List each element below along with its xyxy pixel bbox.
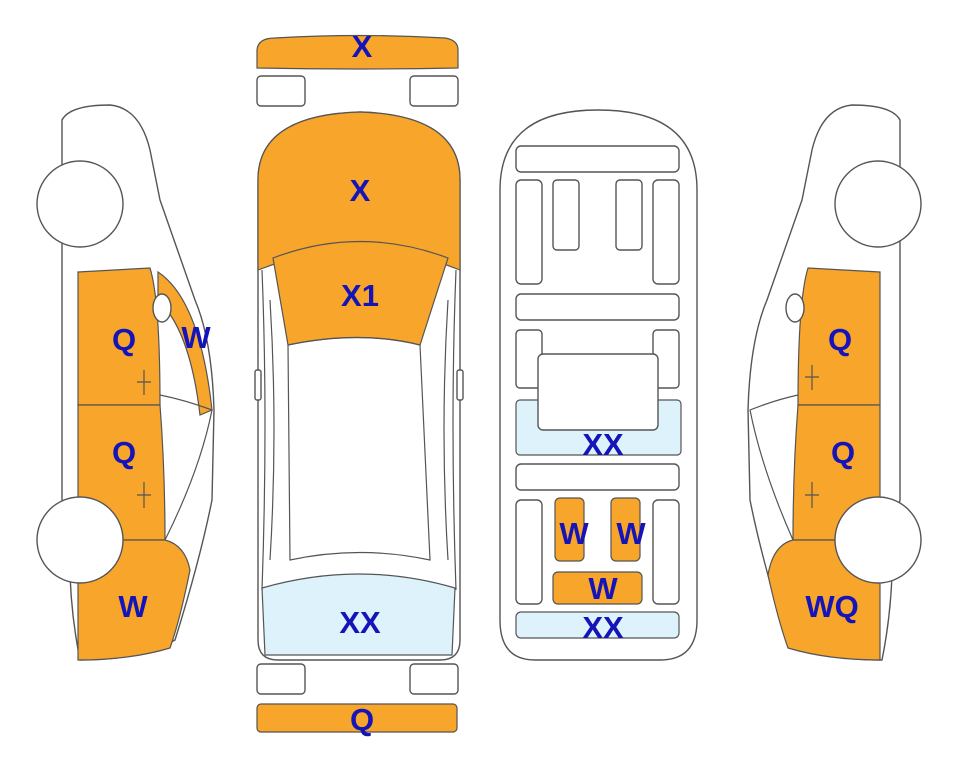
- underbody-view: XX W W W XX: [499, 109, 698, 661]
- floor-right-rail-front: [652, 179, 680, 285]
- right-rear-quarter-label: WQ: [805, 589, 858, 624]
- floor-rear-left-label: W: [559, 516, 589, 551]
- right-window-line: [749, 394, 799, 541]
- left-tail-light: [256, 663, 306, 695]
- right-tail-light: [409, 663, 459, 695]
- left-rear-quarter-label: W: [118, 589, 148, 624]
- roof-outline: [287, 336, 431, 561]
- left-rear-door-label: Q: [112, 435, 136, 470]
- floor-engine-mount-right: [615, 179, 643, 251]
- right-front-wheel: [834, 160, 922, 248]
- floor-engine-mount-left: [552, 179, 580, 251]
- floor-tunnel: [537, 353, 659, 431]
- floor-crossmember-2: [515, 463, 680, 491]
- left-front-handle-icon: [137, 370, 151, 395]
- right-front-handle-icon: [805, 365, 819, 390]
- floor-rear-right-label: W: [616, 516, 646, 551]
- left-rear-handle-icon: [137, 482, 151, 508]
- windshield-label: X1: [341, 278, 379, 313]
- hood-label: X: [350, 173, 371, 208]
- front-bumper-panel[interactable]: [256, 34, 459, 70]
- left-front-mirror: [152, 293, 172, 323]
- floor-front-rail: [515, 145, 680, 173]
- left-headlight: [256, 75, 306, 107]
- floor-right-rail-rear: [652, 499, 680, 605]
- floor-rear-left-panel[interactable]: [554, 497, 585, 562]
- right-front-mirror: [785, 293, 805, 323]
- floor-left-rail-rear: [515, 499, 543, 605]
- floor-rear-center-label: W: [588, 571, 618, 606]
- floor-rear-center-panel[interactable]: [552, 571, 643, 605]
- right-rear-door-label: Q: [831, 435, 855, 470]
- right-mirror-top: [456, 369, 464, 401]
- top-view: X X X1 XX Q: [254, 29, 464, 737]
- floor-tail-label: XX: [582, 610, 624, 645]
- floor-crossmember-1: [515, 293, 680, 321]
- floor-rear-right-panel[interactable]: [610, 497, 641, 562]
- rear-bumper-panel[interactable]: [256, 703, 458, 733]
- floor-left-rail-front: [515, 179, 543, 285]
- right-side-view: Q Q WQ: [747, 104, 922, 661]
- rear-window-panel[interactable]: [261, 573, 456, 656]
- left-front-wheel: [36, 160, 124, 248]
- front-bumper-label: X: [352, 29, 373, 64]
- right-headlight: [409, 75, 459, 107]
- rear-window-label: XX: [339, 605, 381, 640]
- left-mirror-top: [254, 369, 262, 401]
- left-front-door-label: Q: [112, 322, 136, 357]
- left-rear-wheel: [36, 496, 124, 584]
- right-rear-handle-icon: [805, 482, 819, 508]
- floor-tail-panel[interactable]: [515, 611, 680, 639]
- left-a-pillar-label: W: [181, 320, 211, 355]
- right-front-door-label: Q: [828, 322, 852, 357]
- left-side-view: Q Q W W: [36, 104, 215, 661]
- left-window-line: [159, 394, 213, 541]
- right-rear-wheel: [834, 496, 922, 584]
- floor-front-label: XX: [582, 427, 624, 462]
- right-side-line: [443, 269, 457, 591]
- rear-bumper-label: Q: [350, 702, 374, 737]
- left-side-line: [261, 269, 275, 591]
